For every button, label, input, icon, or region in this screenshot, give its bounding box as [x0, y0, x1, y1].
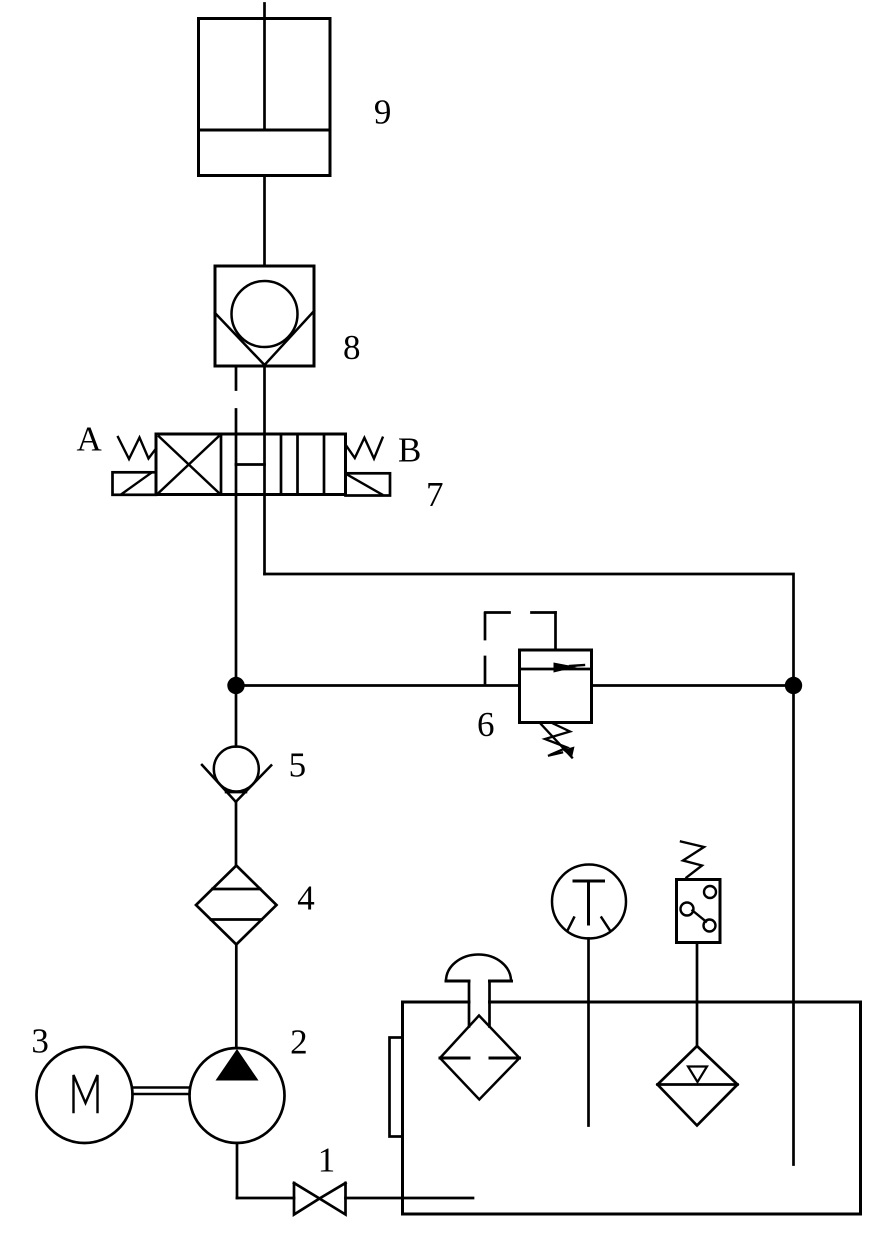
svg-text:B: B [398, 431, 421, 470]
svg-text:9: 9 [374, 93, 392, 132]
svg-text:6: 6 [477, 705, 495, 744]
svg-text:A: A [77, 420, 103, 459]
svg-text:8: 8 [343, 328, 361, 367]
svg-text:3: 3 [31, 1022, 49, 1061]
svg-text:2: 2 [290, 1023, 308, 1062]
svg-text:1: 1 [318, 1141, 336, 1180]
svg-text:4: 4 [297, 879, 315, 918]
svg-text:5: 5 [289, 746, 307, 785]
svg-text:7: 7 [426, 475, 444, 514]
